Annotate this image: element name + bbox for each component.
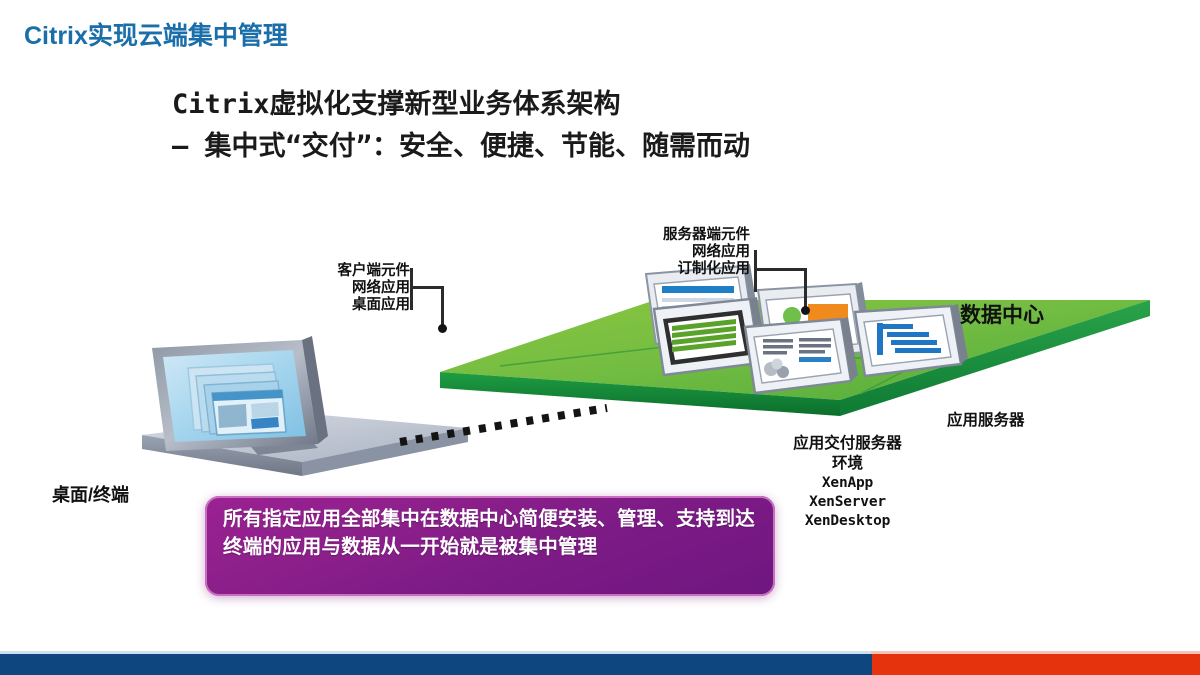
footer-bar-red	[872, 654, 1200, 675]
callout-server-line-1: 服务器端元件	[663, 227, 750, 243]
callout-client-components: 客户端元件 网络应用 桌面应用	[300, 263, 411, 314]
footer-hairline	[0, 651, 1200, 654]
client-callout-leader-horizontal	[410, 286, 443, 289]
server-callout-leader-vertical	[804, 268, 807, 310]
callout-box-centralized-management: 所有指定应用全部集中在数据中心简便安装、管理、支持到达终端的应用与数据从一开始就…	[205, 496, 775, 596]
client-callout-endpoint-dot	[437, 324, 447, 333]
callout-client-line-3: 桌面应用	[352, 297, 410, 314]
label-data-center: 数据中心	[960, 304, 1044, 327]
xen-stack-line-5: XenDesktop	[804, 512, 891, 529]
xen-stack-line-2: 环境	[831, 455, 863, 473]
client-callout-leader-vertical	[441, 286, 444, 328]
xen-stack-line-1: 应用交付服务器	[793, 435, 902, 452]
headline-line-1: Citrix虚拟化支撑新型业务体系架构	[172, 89, 621, 120]
server-callout-leader-horizontal	[754, 268, 806, 271]
label-application-server: 应用服务器	[947, 412, 1025, 429]
xen-stack-line-3: XenApp	[821, 475, 874, 492]
callout-client-line-1: 客户端元件	[337, 263, 411, 279]
server-screen-chart	[853, 304, 968, 378]
page-title: Citrix实现云端集中管理	[24, 22, 288, 50]
desktop-terminal-graphic	[142, 336, 468, 476]
callout-server-line-3: 订制化应用	[677, 261, 751, 278]
server-screen-document	[743, 317, 858, 395]
client-callout-bracket	[410, 268, 413, 310]
label-desktop-terminal: 桌面/终端	[52, 485, 130, 505]
headline-line-2: – 集中式“交付”：安全、便捷、节能、随需而动	[172, 131, 751, 162]
server-callout-endpoint-dot	[800, 306, 810, 315]
callout-server-line-2: 网络应用	[692, 244, 750, 261]
callout-client-line-2: 网络应用	[352, 280, 410, 297]
server-callout-bracket	[754, 250, 757, 292]
callout-server-components: 服务器端元件 网络应用 订制化应用	[600, 227, 750, 278]
footer-bar-blue	[0, 654, 872, 675]
xen-stack-line-4: XenServer	[809, 494, 886, 511]
label-xen-stack: 应用交付服务器 环境 XenApp XenServer XenDesktop	[755, 434, 940, 531]
headline-block: Citrix虚拟化支撑新型业务体系架构 – 集中式“交付”：安全、便捷、节能、随…	[172, 84, 750, 168]
callout-box-text: 所有指定应用全部集中在数据中心简便安装、管理、支持到达终端的应用与数据从一开始就…	[223, 508, 755, 558]
